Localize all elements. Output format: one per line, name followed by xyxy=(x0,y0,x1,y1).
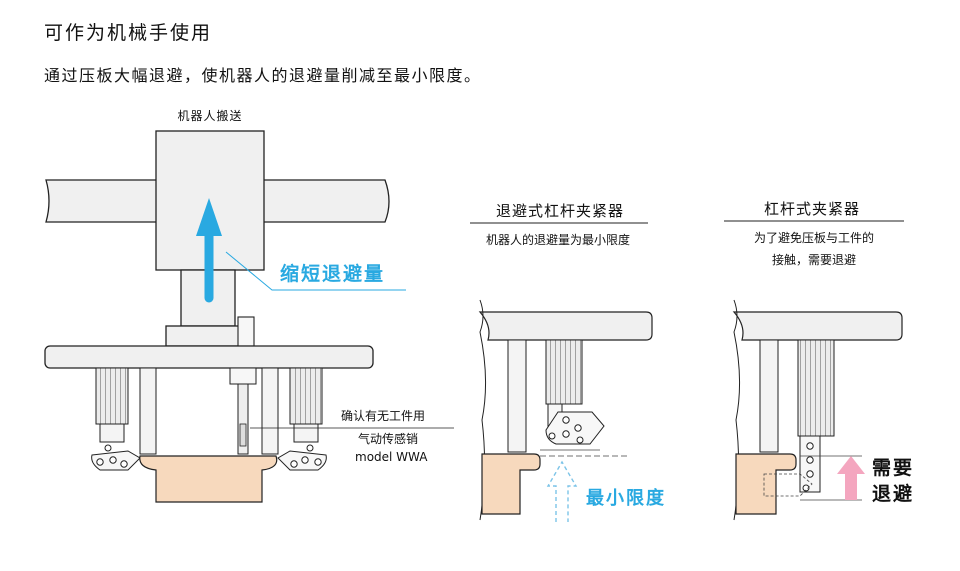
fixture-plate xyxy=(44,345,374,369)
need-arrow-head xyxy=(837,456,865,474)
right-caption-line2: 接触，需要退避 xyxy=(772,252,856,267)
right-support-post xyxy=(759,339,779,453)
page-title: 可作为机械手使用 xyxy=(44,22,213,44)
left-workpiece xyxy=(139,455,278,503)
right-workpiece xyxy=(735,453,797,515)
min-dashed-arrow xyxy=(546,460,578,522)
robot-label: 机器人搬送 xyxy=(177,108,242,123)
retract-arrow-head xyxy=(196,198,222,236)
sensor-label-line3: model WWA xyxy=(355,450,428,464)
left-diagram: 缩短退避量 机器人搬送 确认有无工件用 气动传感销 model WWA xyxy=(44,108,454,503)
middle-heading: 退避式杠杆夹紧器 xyxy=(496,202,624,220)
middle-workpiece xyxy=(481,453,541,515)
shorten-leader xyxy=(225,251,406,291)
middle-diagram: 退避式杠杆夹紧器 机器人的退避量为最小限度 最小限度 xyxy=(470,202,666,522)
min-label: 最小限度 xyxy=(586,487,666,509)
right-cylinder xyxy=(289,367,323,425)
left-support-post xyxy=(139,367,157,455)
right-diagram: 杠杆式夹紧器 为了避免压板与工件的 接触，需要退避 需要 退避 xyxy=(724,200,914,521)
right-cylinder xyxy=(797,339,835,437)
need-arrow-shaft xyxy=(845,472,857,500)
sensor-top-block xyxy=(237,316,255,347)
middle-cylinder xyxy=(545,339,583,405)
sensor-label-line2: 气动传感销 xyxy=(358,431,418,446)
right-heading: 杠杆式夹紧器 xyxy=(764,200,860,218)
sensor-body xyxy=(229,367,257,385)
shorten-label: 缩短退避量 xyxy=(280,262,385,285)
interference-contour xyxy=(763,473,813,497)
right-plate xyxy=(732,311,903,341)
robot-base xyxy=(165,325,251,347)
right-caption-line1: 为了避免压板与工件的 xyxy=(754,230,874,245)
right-support-post xyxy=(261,367,279,455)
need-label-line2: 退避 xyxy=(872,482,914,505)
left-cylinder xyxy=(95,367,129,425)
sensor-pin xyxy=(237,383,249,455)
page-subtitle: 通过压板大幅退避，使机器人的退避量削减至最小限度。 xyxy=(44,66,482,85)
need-label-line1: 需要 xyxy=(872,457,914,479)
middle-plate xyxy=(478,311,653,341)
middle-support-post xyxy=(507,339,527,453)
sensor-label-line1: 确认有无工件用 xyxy=(341,409,425,423)
middle-caption: 机器人的退避量为最小限度 xyxy=(486,232,630,247)
